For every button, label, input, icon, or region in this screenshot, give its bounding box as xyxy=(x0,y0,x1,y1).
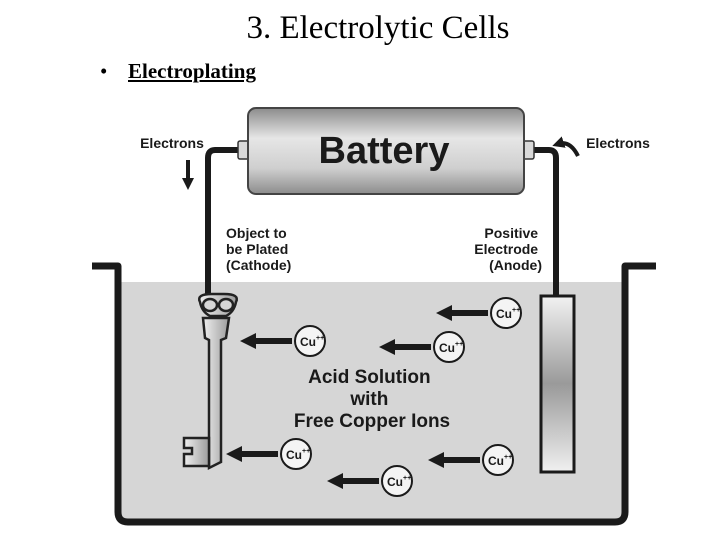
ion-migration-arrow xyxy=(379,339,431,355)
bullet-text-electroplating: Electroplating xyxy=(128,58,256,83)
ion-charge: ++ xyxy=(512,307,520,314)
copper-ion: Cu++ xyxy=(226,438,312,470)
ion-circle xyxy=(490,297,522,329)
ion-charge: ++ xyxy=(403,475,411,482)
key-cathode xyxy=(182,292,238,471)
cathode-label: Object to be Plated (Cathode) xyxy=(226,225,292,273)
wire-left xyxy=(205,147,248,298)
ion-circle xyxy=(433,331,465,363)
ion-circle xyxy=(294,325,326,357)
anode-label: Positive Electrode (Anode) xyxy=(474,225,542,273)
bullet-item: • Electroplating xyxy=(100,57,256,85)
ion-migration-arrow xyxy=(428,452,480,468)
ion-migration-arrow xyxy=(226,446,278,462)
copper-ions: Cu++Cu++Cu++Cu++Cu++Cu++ xyxy=(226,297,522,497)
ion-charge: ++ xyxy=(455,341,463,348)
ion-charge: ++ xyxy=(302,448,310,455)
electrons-label-right: Electrons xyxy=(586,135,650,151)
ion-migration-arrow xyxy=(240,333,292,349)
ion-migration-arrow xyxy=(327,473,379,489)
solution-label-line: Acid Solution xyxy=(308,367,430,388)
copper-ion: Cu++ xyxy=(327,465,413,497)
solution-label-line: Free Copper Ions xyxy=(294,411,450,432)
battery: Battery xyxy=(237,107,535,195)
anode-label-line: Electrode xyxy=(474,241,538,257)
ion-migration-arrow xyxy=(436,305,488,321)
ion-circle xyxy=(482,444,514,476)
copper-ion: Cu++ xyxy=(436,297,522,329)
battery-label: Battery xyxy=(319,130,450,172)
slide-title: 3. Electrolytic Cells xyxy=(246,10,510,46)
ion-charge: ++ xyxy=(504,454,512,461)
ion-circle xyxy=(381,465,413,497)
solution-label-line: with xyxy=(349,389,388,410)
copper-ion: Cu++ xyxy=(428,444,514,476)
beaker-container xyxy=(92,262,656,526)
copper-ion: Cu++ xyxy=(240,325,326,357)
bullet-dot: • xyxy=(100,58,108,83)
solution-label: Acid Solution with Free Copper Ions xyxy=(294,367,450,432)
anode-label-line: (Anode) xyxy=(489,257,542,273)
wire-right xyxy=(527,147,559,298)
electrons-label-left: Electrons xyxy=(140,135,204,151)
cathode-label-line: (Cathode) xyxy=(226,257,291,273)
cathode-label-line: be Plated xyxy=(226,241,288,257)
ion-charge: ++ xyxy=(316,335,324,342)
anode-plate xyxy=(539,294,576,474)
anode-label-line: Positive xyxy=(484,225,538,241)
copper-ion: Cu++ xyxy=(379,331,465,363)
cathode-label-line: Object to xyxy=(226,225,287,241)
ion-circle xyxy=(280,438,312,470)
electron-flow-arrow-right xyxy=(552,136,580,157)
